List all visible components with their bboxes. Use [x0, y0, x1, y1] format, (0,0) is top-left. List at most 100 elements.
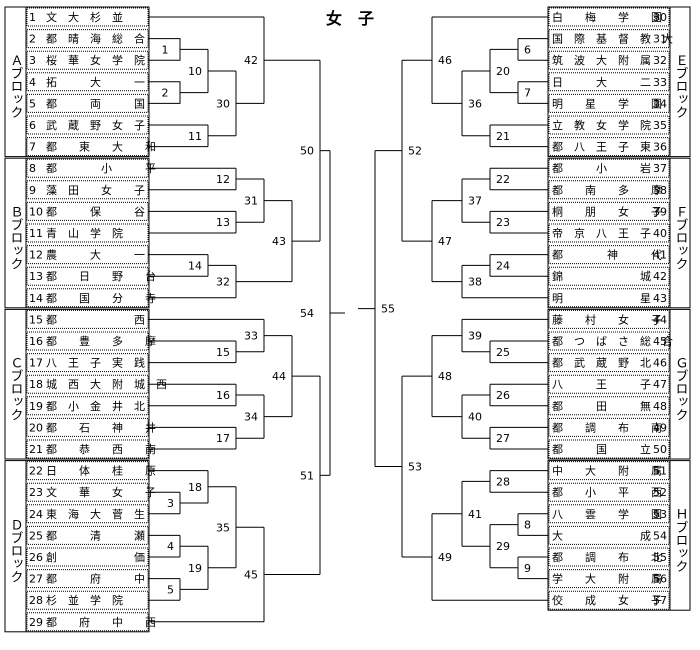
- team-name: 文 華 女 子: [46, 485, 156, 499]
- match-number: 8: [524, 519, 531, 532]
- team-number: 11: [29, 227, 43, 240]
- match-number: 29: [496, 540, 510, 553]
- team-row: [548, 547, 670, 567]
- match-number: 55: [381, 303, 395, 316]
- team-number: 1: [29, 11, 36, 24]
- left-block-frame: [4, 460, 150, 633]
- match-number: 51: [300, 469, 314, 482]
- team-name: 都 恭 西 南: [46, 443, 156, 456]
- team-name: 都 神 代: [552, 248, 662, 262]
- team-name: 日 体 桂 原: [46, 464, 156, 478]
- team-row: [548, 29, 670, 49]
- team-number: 15: [29, 313, 43, 326]
- team-number: 35: [653, 119, 667, 132]
- team-name: 学 大 附 属: [552, 572, 662, 586]
- team-number: 39: [653, 205, 667, 218]
- team-name: 拓 大 一: [46, 75, 145, 89]
- team-number: 54: [653, 529, 667, 542]
- team-number: 51: [653, 465, 667, 478]
- team-name: 武 蔵 野 女 子: [46, 118, 145, 132]
- team-row: [548, 93, 670, 113]
- team-row: [548, 525, 670, 545]
- team-row: [548, 353, 670, 373]
- team-row: [548, 439, 670, 459]
- match-number: 21: [496, 130, 510, 143]
- match-number: 54: [300, 307, 314, 320]
- right-block-label: Ｅブロック: [673, 54, 688, 119]
- match-number: 14: [188, 259, 202, 272]
- team-name: 白 梅 学 園: [552, 10, 662, 24]
- team-name: 中 大 附 属: [552, 464, 662, 478]
- team-name: 都 石 神 井: [46, 420, 156, 434]
- team-name: 藻 田 女 子: [46, 183, 145, 197]
- match-number: 28: [496, 475, 510, 488]
- team-name: 都 清 瀬: [46, 528, 145, 542]
- match-number: 33: [244, 330, 258, 343]
- team-number: 14: [29, 292, 43, 305]
- team-number: 46: [653, 357, 667, 370]
- match-number: 44: [272, 370, 286, 383]
- team-number: 20: [29, 421, 43, 434]
- team-name: 佼 成 女 子: [552, 593, 662, 607]
- team-number: 29: [29, 616, 43, 629]
- team-name: 城 西 大 附 城 西: [46, 377, 167, 391]
- match-number: 19: [188, 562, 202, 575]
- team-number: 38: [653, 184, 667, 197]
- team-name: 都 田 無: [552, 399, 651, 413]
- team-row: [548, 50, 670, 70]
- match-number: 3: [167, 497, 174, 510]
- team-name: 農 大 一: [46, 248, 145, 262]
- team-number: 37: [653, 162, 667, 175]
- match-number: 16: [216, 389, 230, 402]
- team-number: 21: [29, 443, 43, 456]
- team-name: 都 八 王 子 東: [552, 141, 651, 154]
- team-number: 4: [29, 76, 36, 89]
- team-row: [548, 223, 670, 243]
- team-name: 都 国 分 寺: [46, 292, 156, 305]
- match-number: 18: [188, 481, 202, 494]
- team-number: 2: [29, 33, 36, 46]
- team-name: 都 府 中 西: [46, 615, 156, 629]
- team-name: 立 教 女 学 院: [552, 118, 651, 132]
- team-number: 19: [29, 400, 43, 413]
- team-name: 青 山 学 院: [46, 226, 123, 240]
- team-name: 国 際 基 督 教 大: [552, 32, 673, 46]
- team-number: 13: [29, 270, 43, 283]
- team-number: 12: [29, 249, 43, 262]
- match-number: 39: [468, 330, 482, 343]
- team-number: 26: [29, 551, 43, 564]
- team-row: [548, 266, 670, 286]
- team-number: 8: [29, 162, 36, 175]
- match-number: 34: [244, 411, 258, 424]
- team-name: 文 大 杉 並: [46, 10, 123, 24]
- team-name: 大 成: [552, 528, 651, 542]
- team-number: 48: [653, 400, 667, 413]
- match-number: 35: [216, 521, 230, 534]
- team-number: 18: [29, 378, 43, 391]
- right-block-label: Ｆブロック: [673, 205, 688, 270]
- team-number: 49: [653, 421, 667, 434]
- team-number: 42: [653, 270, 667, 283]
- match-number: 23: [496, 216, 510, 229]
- team-name: 錦 城: [552, 269, 651, 283]
- match-number: 7: [524, 87, 531, 100]
- team-row: [548, 288, 670, 308]
- left-block-label: Ｂブロック: [8, 205, 23, 270]
- team-number: 27: [29, 573, 43, 586]
- match-number: 24: [496, 259, 510, 272]
- match-number: 13: [216, 216, 230, 229]
- team-name: 都 国 立: [552, 442, 651, 456]
- team-number: 28: [29, 594, 43, 607]
- team-row: [548, 374, 670, 394]
- team-number: 3: [29, 54, 36, 67]
- team-name: 創 価: [46, 550, 145, 564]
- team-name: 都 調 布 北: [552, 550, 662, 564]
- team-name: 都 小 岩: [552, 161, 651, 175]
- team-row: [548, 201, 670, 221]
- team-number: 7: [29, 141, 36, 154]
- team-name: 都 調 布 南: [552, 420, 662, 434]
- team-number: 47: [653, 378, 667, 391]
- match-number: 42: [244, 54, 258, 67]
- team-name: 都 西: [46, 313, 145, 326]
